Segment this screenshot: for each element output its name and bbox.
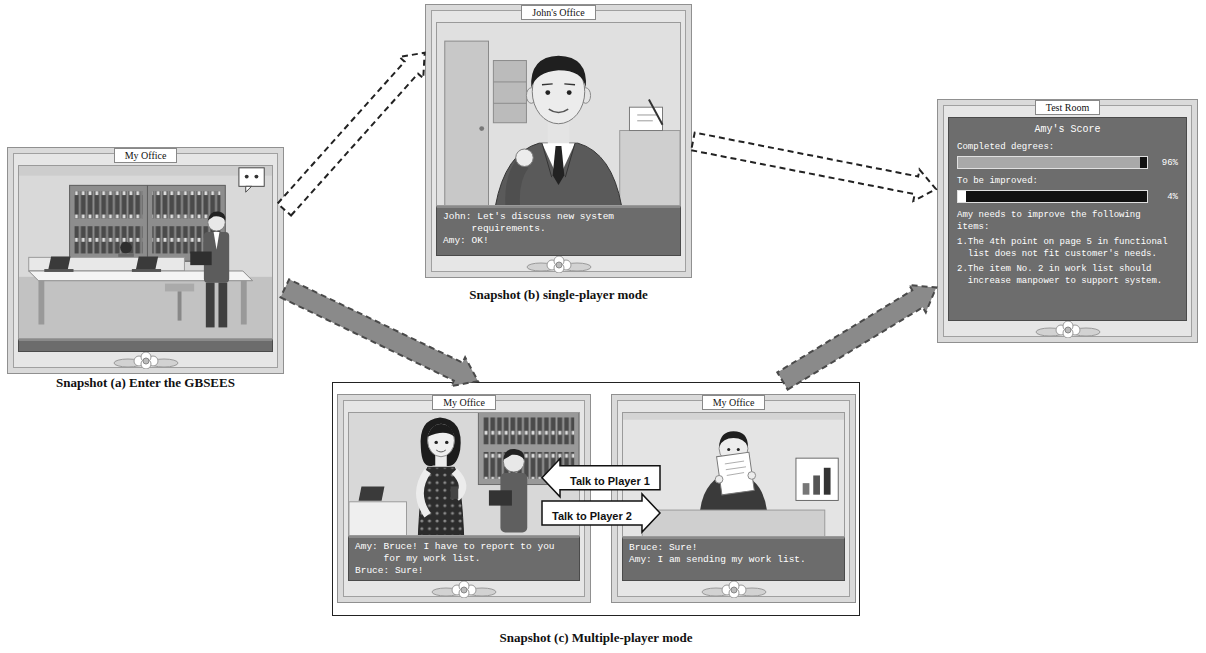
arrow-label-holder: Talk to Player 2: [492, 505, 692, 521]
dialog-line: Amy: I am sending my work list.: [629, 554, 838, 566]
progress-row: 96%: [957, 156, 1178, 169]
frame-ornament: [424, 581, 504, 598]
transition-arrow: [691, 133, 936, 201]
frame-ornament: [1028, 321, 1108, 338]
dialog-box: John: Let's discuss new system requireme…: [436, 206, 681, 256]
transition-arrow: [777, 285, 936, 389]
talk-label: Talk to Player 2: [550, 508, 634, 524]
frame-ornament: [694, 581, 774, 598]
score-label: To be improved:: [957, 175, 1178, 187]
improvement-item: 1.The 4th point on page 5 in functional …: [957, 236, 1178, 260]
dialog-line: Bruce: Sure!: [355, 565, 573, 577]
progress-rest: [966, 191, 1148, 202]
progress-row: 4%: [957, 190, 1178, 203]
arrow-label-holder: Talk to Player 1: [510, 470, 710, 486]
game-screen: My Office Amy: Bruc: [338, 395, 590, 602]
snapshot-group: My Office Amy: Bruc: [332, 382, 860, 616]
snapshot-caption: Snapshot (b) single-player mode: [469, 287, 648, 303]
progress-bar: [957, 156, 1148, 169]
room-title: My Office: [114, 148, 178, 163]
game-screen: My Office Bruce: Sure!Amy: I am sending …: [612, 395, 855, 602]
score-heading: Amy's Score: [957, 124, 1178, 136]
exam-screen: Test RoomAmy's ScoreCompleted degrees: 96…: [938, 100, 1197, 342]
scene-view: [18, 165, 273, 339]
dialog-line: Amy: OK!: [443, 235, 674, 247]
caption-holder: Snapshot (a) Enter the GBSEES: [0, 372, 368, 391]
transition-arrow: [278, 53, 425, 216]
score-percent: 4%: [1156, 191, 1178, 203]
character-illustration: [437, 23, 680, 205]
office-illustration: [19, 166, 272, 338]
dialog-box: Bruce: Sure!Amy: I am sending my work li…: [622, 537, 845, 581]
game-screen: My Office: [8, 148, 283, 373]
dialog-line: Bruce: Sure!: [629, 542, 838, 554]
progress-rest: [1140, 157, 1148, 168]
score-label: Completed degrees:: [957, 141, 1178, 153]
dialog-line: John: Let's discuss new system requireme…: [443, 211, 674, 235]
caption-holder: Snapshot (b) single-player mode: [341, 284, 776, 303]
game-screen: John's Office John: Let's discuss new sy…: [426, 5, 691, 277]
score-screen: Amy's ScoreCompleted degrees: 96% To be im…: [948, 117, 1187, 321]
frame-ornament: [519, 256, 599, 273]
dialog-box: [18, 339, 273, 352]
transition-arrow: [280, 279, 478, 386]
progress-fill: [958, 191, 966, 202]
caption-holder: Snapshot (c) Multiple-player mode: [243, 627, 949, 646]
talk-label: Talk to Player 1: [568, 473, 652, 489]
talk-arrow: [542, 494, 660, 532]
frame-ornament: [106, 352, 186, 369]
progress-fill: [958, 157, 1140, 168]
talk-arrow: [542, 459, 660, 497]
dialog-box: Amy: Bruce! I have to report to you for …: [348, 536, 580, 581]
room-title: Test Room: [1035, 100, 1100, 115]
snapshot-caption: Snapshot (c) Multiple-player mode: [500, 630, 693, 646]
score-label: Amy needs to improve the following items…: [957, 209, 1178, 233]
dialog-line: Amy: Bruce! I have to report to you for …: [355, 541, 573, 565]
snapshot-caption: Snapshot (a) Enter the GBSEES: [56, 375, 235, 391]
room-title: My Office: [432, 395, 496, 410]
progress-bar: [957, 190, 1148, 203]
improvement-item: 2.The item No. 2 in work list should inc…: [957, 263, 1178, 287]
score-percent: 96%: [1156, 157, 1178, 169]
scene-view: [436, 22, 681, 206]
room-title: John's Office: [521, 5, 595, 20]
room-title: My Office: [702, 395, 766, 410]
